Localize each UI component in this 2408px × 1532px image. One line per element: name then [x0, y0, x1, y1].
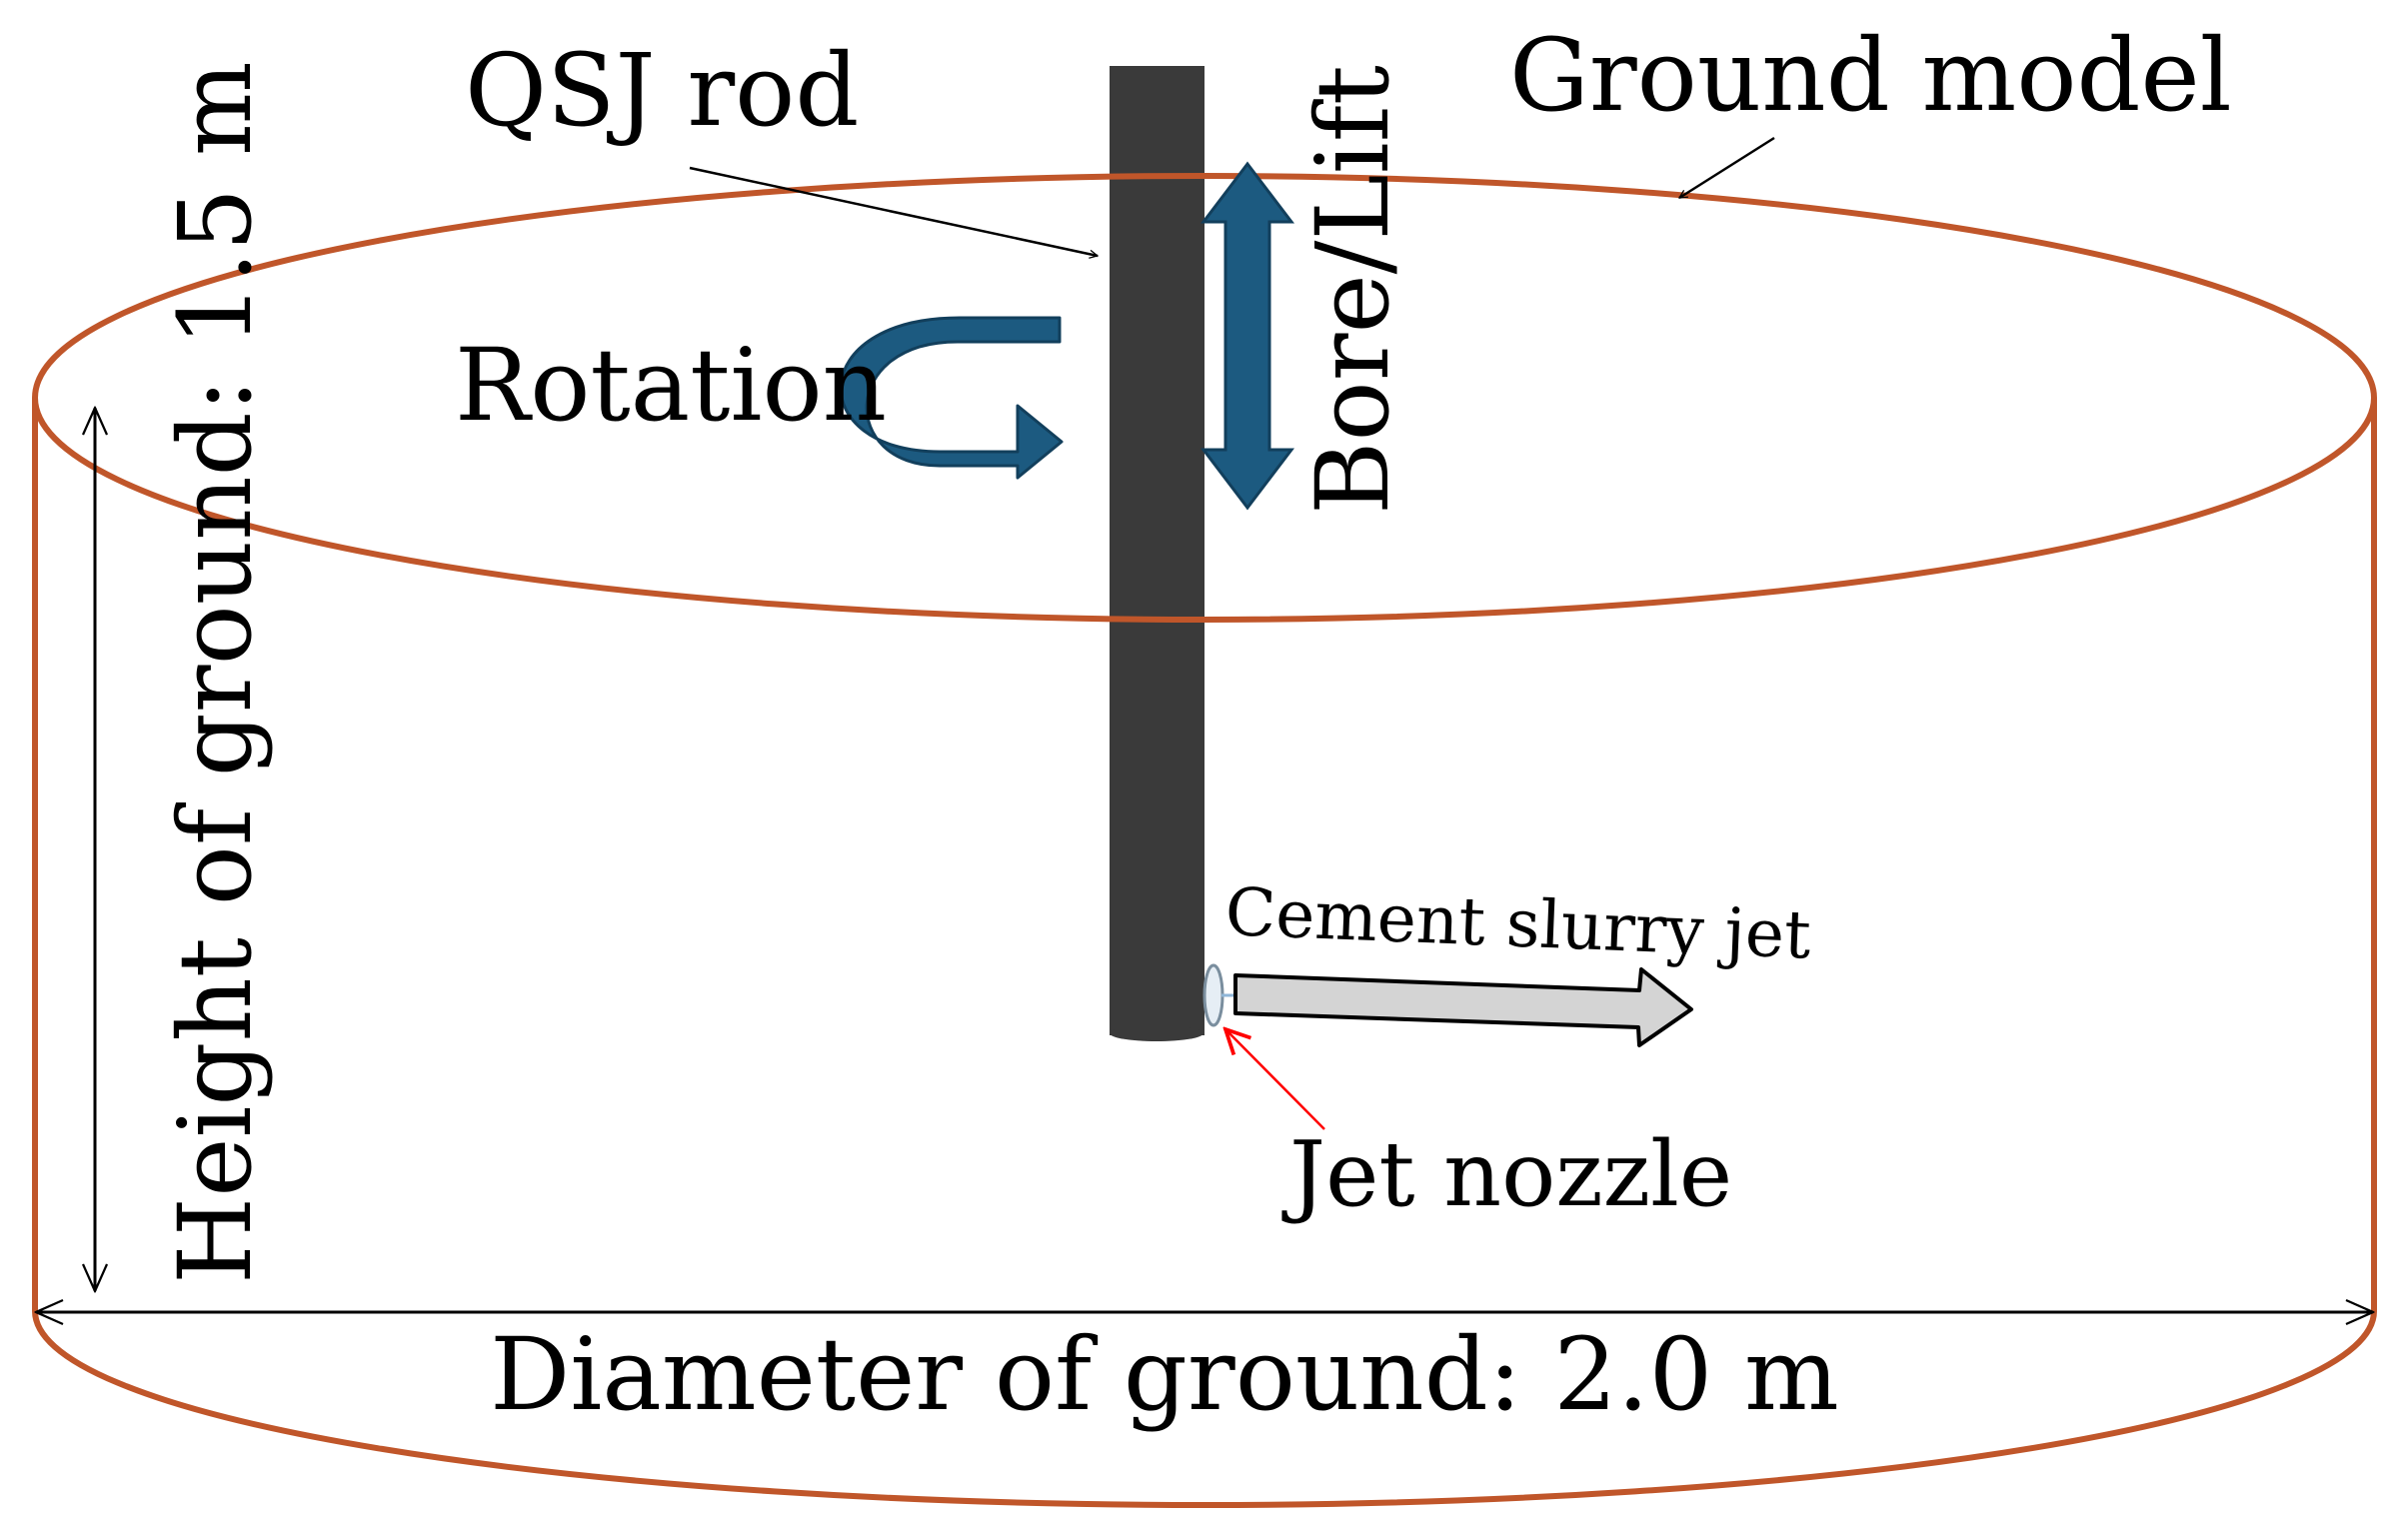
qsj-rod-shape	[1110, 66, 1204, 1041]
rotation-label: Rotation	[455, 327, 887, 444]
qsj-rod-leader	[689, 166, 1098, 256]
qsj-rod-label: QSJ rod	[465, 32, 859, 149]
diameter-label: Diameter of ground: 2.0 m	[490, 1316, 1839, 1433]
bore-lift-arrow	[1200, 161, 1295, 511]
cement-jet-label: Cement slurry jet	[1223, 873, 1812, 973]
cylinder-top-ellipse	[32, 173, 2377, 623]
ground-model-leader	[1679, 136, 1775, 200]
rotation-arrow	[839, 316, 1064, 480]
ground-model-label: Ground model	[1509, 17, 2232, 134]
ground-cylinder	[32, 398, 2377, 1508]
cylinder-bottom-ellipse	[32, 1310, 2377, 1508]
bore-lift-label: Bore/Lift	[1294, 65, 1411, 515]
jet-nozzle-leader	[1225, 1029, 1325, 1130]
height-label: Height of ground: 1.5 m	[157, 61, 274, 1284]
jet-nozzle-label: Jet nozzle	[1281, 1122, 1732, 1227]
jet-nozzle-shape	[1203, 963, 1235, 1027]
cement-jet-arrow	[1233, 967, 1693, 1047]
